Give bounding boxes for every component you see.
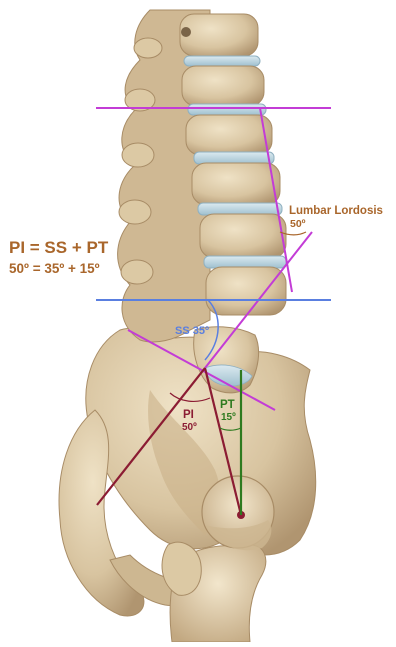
pt-label: PT — [220, 399, 235, 411]
formula-line-2: 50º = 35º + 15º — [9, 261, 100, 276]
formula-line-1: PI = SS + PT — [9, 238, 109, 257]
pi-value: 50º — [182, 422, 197, 433]
spinous-process-1 — [134, 38, 162, 58]
lumbar-lordosis-value: 50º — [290, 218, 306, 230]
vertebra-body-l4 — [200, 214, 286, 258]
ss-label: SS 35º — [175, 325, 209, 337]
lumbar-lordosis-label: Lumbar Lordosis — [289, 205, 383, 217]
spinous-process-3 — [122, 143, 154, 167]
vertebral-column — [118, 10, 286, 342]
disc-4 — [198, 203, 282, 215]
pi-label: PI — [183, 409, 194, 421]
disc-3 — [194, 152, 274, 164]
vertebra-body-l1 — [182, 66, 264, 106]
spinous-process-4 — [119, 200, 151, 224]
vertebra-body-t12 — [180, 14, 258, 56]
vertebra-body-l3 — [192, 163, 280, 205]
disc-1 — [184, 56, 260, 66]
vertebra-body-l2 — [186, 115, 272, 155]
vertebra-body-l5 — [206, 267, 286, 315]
pt-value: 15º — [221, 412, 236, 423]
vertebra-foramen-top — [181, 27, 191, 37]
spinous-process-5 — [121, 260, 153, 284]
disc-2 — [188, 104, 266, 115]
disc-5 — [204, 256, 286, 268]
